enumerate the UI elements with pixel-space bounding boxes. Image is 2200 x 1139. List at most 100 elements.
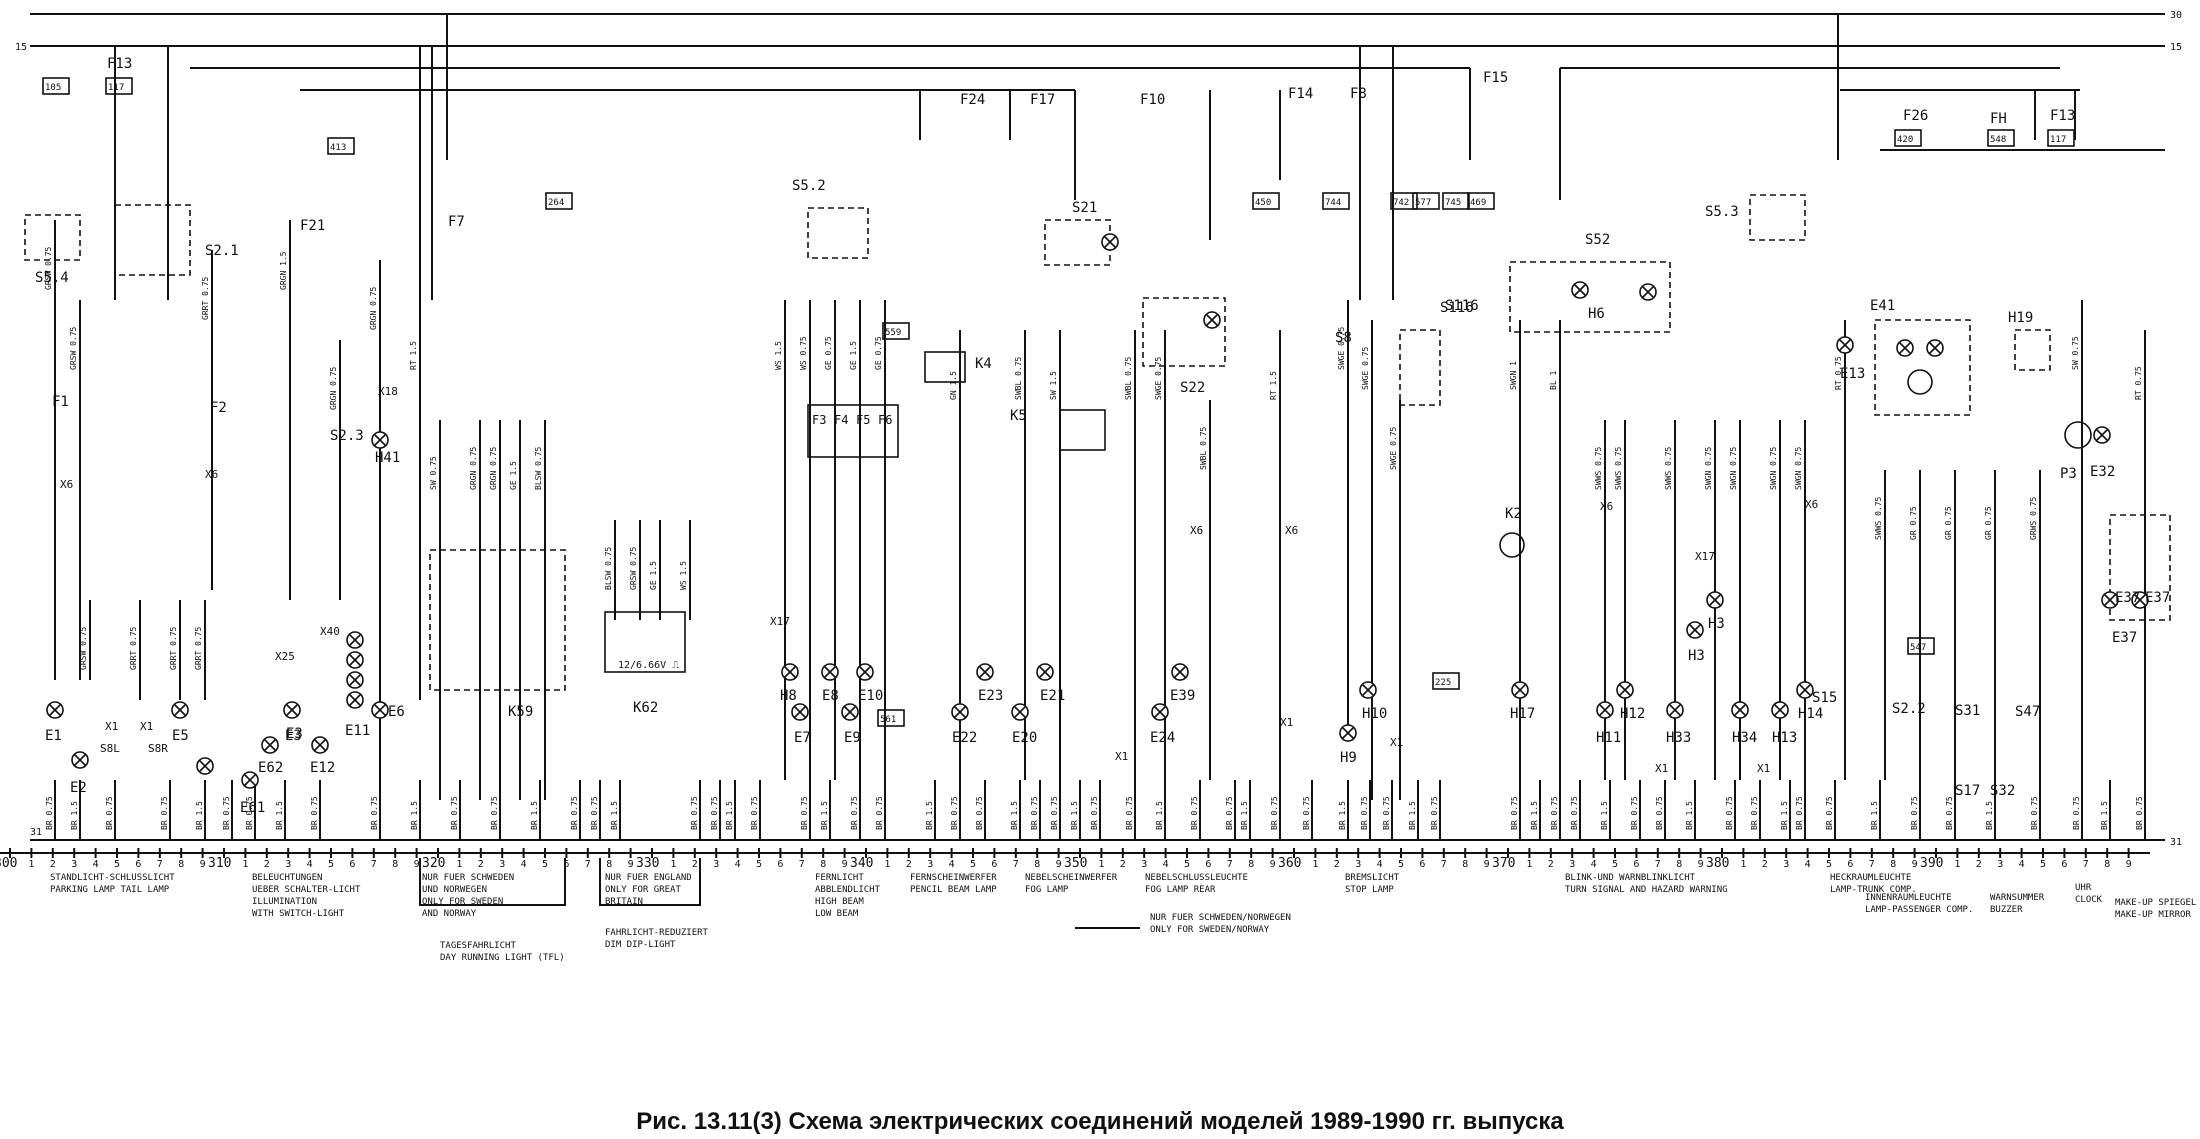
wire-label: GE 0.75 bbox=[824, 336, 833, 370]
section-pencil-text: FERNSCHEINWERFER bbox=[910, 873, 997, 883]
component-label-f13: F13 bbox=[2050, 108, 2075, 124]
ground-wire-label: BR 0.75 bbox=[1430, 796, 1439, 830]
wire-label: GRWS 0.75 bbox=[2029, 496, 2038, 540]
reference-number: 117 bbox=[2050, 135, 2066, 145]
scale-digit: 6 bbox=[2061, 859, 2067, 870]
scale-digit: 7 bbox=[371, 859, 377, 870]
connector-x6: X6 bbox=[1600, 500, 1613, 513]
fuse-block-box bbox=[807, 404, 899, 458]
component-label-s31: S31 bbox=[1955, 703, 1980, 719]
connector-x6: X6 bbox=[1285, 524, 1298, 537]
lamp-e39-icon bbox=[1171, 663, 1189, 681]
lamp-e8-label: E8 bbox=[822, 688, 839, 704]
wire-label: BL 1 bbox=[1549, 371, 1558, 390]
scale-digit: 9 bbox=[414, 859, 420, 870]
module-k62-box bbox=[604, 611, 686, 673]
connector-x1: X1 bbox=[140, 720, 153, 733]
ground-wire-label: BR 1.5 bbox=[275, 801, 284, 830]
scale-digit: 4 bbox=[1163, 859, 1169, 870]
buzzer-h19-box bbox=[2014, 329, 2051, 371]
scale-digit: 2 bbox=[1548, 859, 1554, 870]
scale-digit: 8 bbox=[606, 859, 612, 870]
wire-label: GE 0.75 bbox=[874, 336, 883, 370]
scale-digit: 1 bbox=[456, 859, 462, 870]
wire-label: SWGE 0.75 bbox=[1389, 426, 1398, 470]
section-sweden-text: ONLY FOR SWEDEN bbox=[422, 897, 503, 907]
lamp-cross bbox=[1898, 341, 1912, 355]
lamp-cross bbox=[1038, 665, 1052, 679]
flasher-k2-label: K2 bbox=[1505, 506, 1522, 522]
clock-e41-box-label: E41 bbox=[1870, 298, 1895, 314]
scale-digit: 2 bbox=[692, 859, 698, 870]
scale-digit: 2 bbox=[1762, 859, 1768, 870]
scale-digit: 7 bbox=[585, 859, 591, 870]
lamp-cross bbox=[843, 705, 857, 719]
lamp-h10-label: H10 bbox=[1362, 706, 1387, 722]
lamp-cross bbox=[348, 633, 362, 647]
lamp-cross bbox=[793, 705, 807, 719]
section-drl-text: DAY RUNNING LIGHT (TFL) bbox=[440, 953, 565, 963]
component-label-f1: F1 bbox=[52, 394, 69, 410]
lamp-e11-icon bbox=[346, 631, 364, 649]
lamp-cross bbox=[953, 705, 967, 719]
scale-digit: 5 bbox=[328, 859, 334, 870]
lamp-e41-icon bbox=[1896, 339, 1914, 357]
ground-wire-label: BR 0.75 bbox=[1225, 796, 1234, 830]
lamp-e7-label: E7 bbox=[794, 730, 811, 746]
wire-label: BLSW 0.75 bbox=[604, 546, 613, 590]
section-illumination-text: WITH SWITCH-LIGHT bbox=[252, 909, 345, 919]
ground-wire-label: BR 0.75 bbox=[875, 796, 884, 830]
lamp-h41-label: H41 bbox=[375, 450, 400, 466]
wire-label: SWGN 1 bbox=[1509, 361, 1518, 390]
switch-s52-box-label: S52 bbox=[1585, 232, 1610, 248]
lamp-e20-label: E20 bbox=[1012, 730, 1037, 746]
lamp-h3-label: H3 bbox=[1688, 648, 1705, 664]
section-drl-text: TAGESFAHRLICHT bbox=[440, 941, 516, 951]
lamp-s21-icon bbox=[1101, 233, 1119, 251]
reference-number: 561 bbox=[880, 715, 896, 725]
section-bracket-england bbox=[599, 858, 701, 906]
reference-box bbox=[1907, 637, 1935, 655]
scale-digit: 7 bbox=[2083, 859, 2089, 870]
scale-number-340: 340 bbox=[850, 856, 873, 871]
wire-label: SWWS 0.75 bbox=[1594, 446, 1603, 490]
relay-k59-box-label: K59 bbox=[508, 704, 533, 720]
ground-wire-label: BR 0.75 bbox=[245, 796, 254, 830]
lamp-e62-icon bbox=[261, 736, 279, 754]
ground-wire-label: BR 0.75 bbox=[570, 796, 579, 830]
section-parking-text: PARKING LAMP TAIL LAMP bbox=[50, 885, 170, 895]
wire-label: GE 1.5 bbox=[649, 561, 658, 590]
lamp-e32-label: E32 bbox=[2090, 464, 2115, 480]
wire-label: GRGN 1.5 bbox=[279, 251, 288, 290]
fuse-f6-label: F6 bbox=[878, 413, 892, 427]
clock-p3-label: P3 bbox=[2060, 466, 2077, 482]
lamp-h14-icon bbox=[1796, 681, 1814, 699]
wire-label: SWWS 0.75 bbox=[1614, 446, 1623, 490]
section-highbeam-text: FERNLICHT bbox=[815, 873, 864, 883]
scale-digit: 7 bbox=[1013, 859, 1019, 870]
lamp-h34-icon bbox=[1731, 701, 1749, 719]
reference-number: 547 bbox=[1910, 643, 1926, 653]
scale-number-330: 330 bbox=[636, 856, 659, 871]
ground-wire-label: BR 0.75 bbox=[1270, 796, 1279, 830]
lamp-e61-icon bbox=[241, 771, 259, 789]
wire-label: GE 1.5 bbox=[509, 461, 518, 490]
wire-label: GRRT 0.75 bbox=[194, 626, 203, 670]
scale-digit: 7 bbox=[1227, 859, 1233, 870]
lamp-cross bbox=[823, 665, 837, 679]
scale-digit: 8 bbox=[1034, 859, 1040, 870]
lamp-h12-icon bbox=[1616, 681, 1634, 699]
ground-wire-label: BR 1.5 bbox=[70, 801, 79, 830]
scale-digit: 3 bbox=[71, 859, 77, 870]
scale-digit: 6 bbox=[135, 859, 141, 870]
ground-wire-label: BR 0.75 bbox=[1750, 796, 1759, 830]
lamp-h8-icon bbox=[781, 663, 799, 681]
component-label-f17: F17 bbox=[1030, 92, 1055, 108]
section-pencil-text: PENCIL BEAM LAMP bbox=[910, 885, 997, 895]
lamp-h17-icon bbox=[1511, 681, 1529, 699]
lamp-cross bbox=[1838, 338, 1852, 352]
section-england-text: ONLY FOR GREAT bbox=[605, 885, 681, 895]
lamp-cross bbox=[1773, 703, 1787, 717]
lamp-cross bbox=[1798, 683, 1812, 697]
scale-digit: 3 bbox=[1569, 859, 1575, 870]
